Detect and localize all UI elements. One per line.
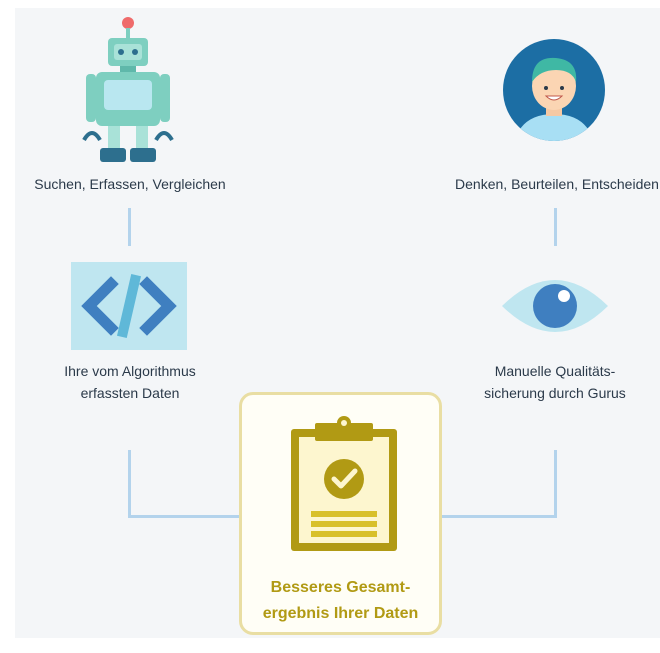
clipboard-check-icon [291, 416, 397, 551]
eye-label-line2: sicherung durch Gurus [484, 385, 626, 401]
result-box: Besseres Gesamt- ergebnis Ihrer Daten [239, 392, 442, 635]
connector-person-eye [554, 208, 557, 246]
code-label-line2: erfassten Daten [80, 385, 180, 401]
result-label-line1: Besseres Gesamt- [270, 579, 411, 596]
connector-right-horizontal [439, 515, 557, 518]
result-label: Besseres Gesamt- ergebnis Ihrer Daten [242, 575, 439, 627]
eye-label-line1: Manuelle Qualitäts- [494, 363, 616, 379]
person-label: Denken, Beurteilen, Entscheiden [455, 176, 659, 192]
result-label-line2: ergebnis Ihrer Daten [262, 605, 419, 622]
code-label: Ihre vom Algorithmus erfassten Daten [15, 360, 255, 404]
robot-icon [82, 17, 174, 162]
connector-right-vertical [554, 450, 557, 518]
robot-label: Suchen, Erfassen, Vergleichen [34, 176, 226, 192]
person-icon [503, 39, 605, 141]
connector-robot-code [128, 208, 131, 246]
code-label-line1: Ihre vom Algorithmus [64, 363, 196, 379]
connector-left-vertical [128, 450, 131, 518]
connector-left-horizontal [128, 515, 242, 518]
code-icon [71, 262, 187, 350]
eye-icon [502, 280, 608, 332]
diagram-canvas: Suchen, Erfassen, Vergleichen Denken, Be… [15, 8, 660, 638]
eye-label: Manuelle Qualitäts- sicherung durch Guru… [430, 360, 660, 404]
